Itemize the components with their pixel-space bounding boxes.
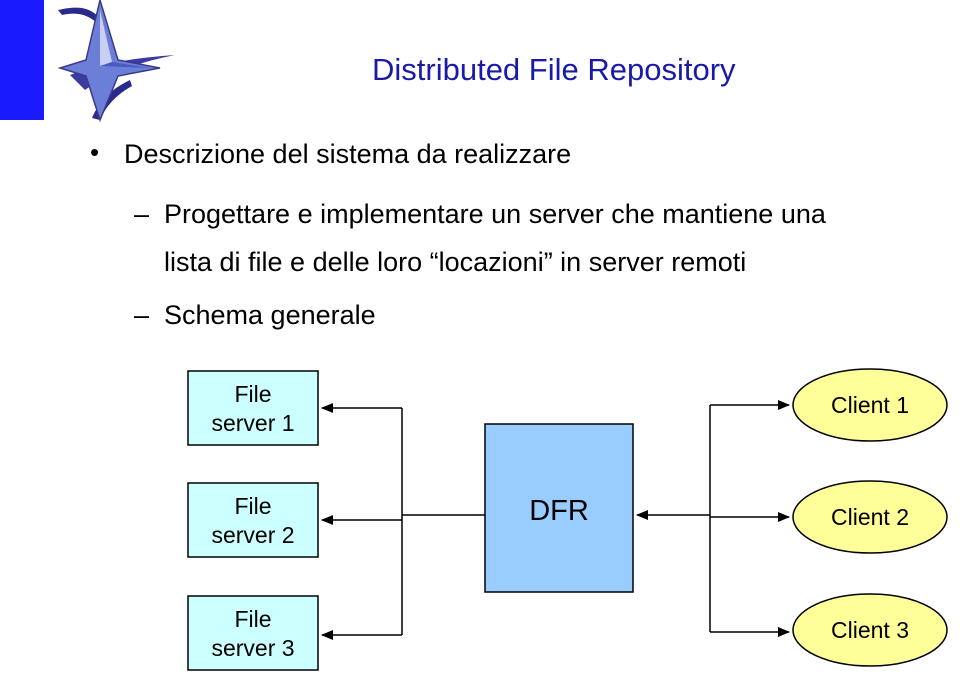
dash-icon: – <box>134 199 150 229</box>
logo-icon <box>0 0 175 123</box>
dfr-box: DFR <box>484 423 634 593</box>
file-server-1-line2: server 1 <box>211 410 294 436</box>
file-server-2: File server 2 <box>187 482 319 558</box>
bullet-main-text: Descrizione del sistema da realizzare <box>124 139 572 169</box>
client-1: Client 1 <box>792 368 948 442</box>
client-3: Client 3 <box>792 593 948 667</box>
sub-bullet-1-line1: Progettare e implementare un server che … <box>164 199 826 229</box>
client-2: Client 2 <box>792 480 948 554</box>
file-server-1-line1: File <box>234 381 271 407</box>
client-1-label: Client 1 <box>831 392 909 418</box>
dfr-label: DFR <box>529 495 589 527</box>
sub-bullet-1-line2: lista di file e delle loro “locazioni” i… <box>164 247 747 277</box>
slide-title: Distributed File Repository <box>372 52 736 87</box>
file-server-2-line1: File <box>234 493 271 519</box>
sub-bullet-2-text: Schema generale <box>164 300 376 330</box>
file-server-2-line2: server 2 <box>211 522 294 548</box>
file-server-3-line1: File <box>234 606 271 632</box>
dash-icon: – <box>134 300 150 330</box>
client-2-label: Client 2 <box>831 504 909 530</box>
file-server-3-line2: server 3 <box>211 635 294 661</box>
client-3-label: Client 3 <box>831 617 909 643</box>
bullet-dot-icon: • <box>90 137 100 167</box>
file-server-3: File server 3 <box>187 595 319 671</box>
file-server-1: File server 1 <box>187 370 319 446</box>
